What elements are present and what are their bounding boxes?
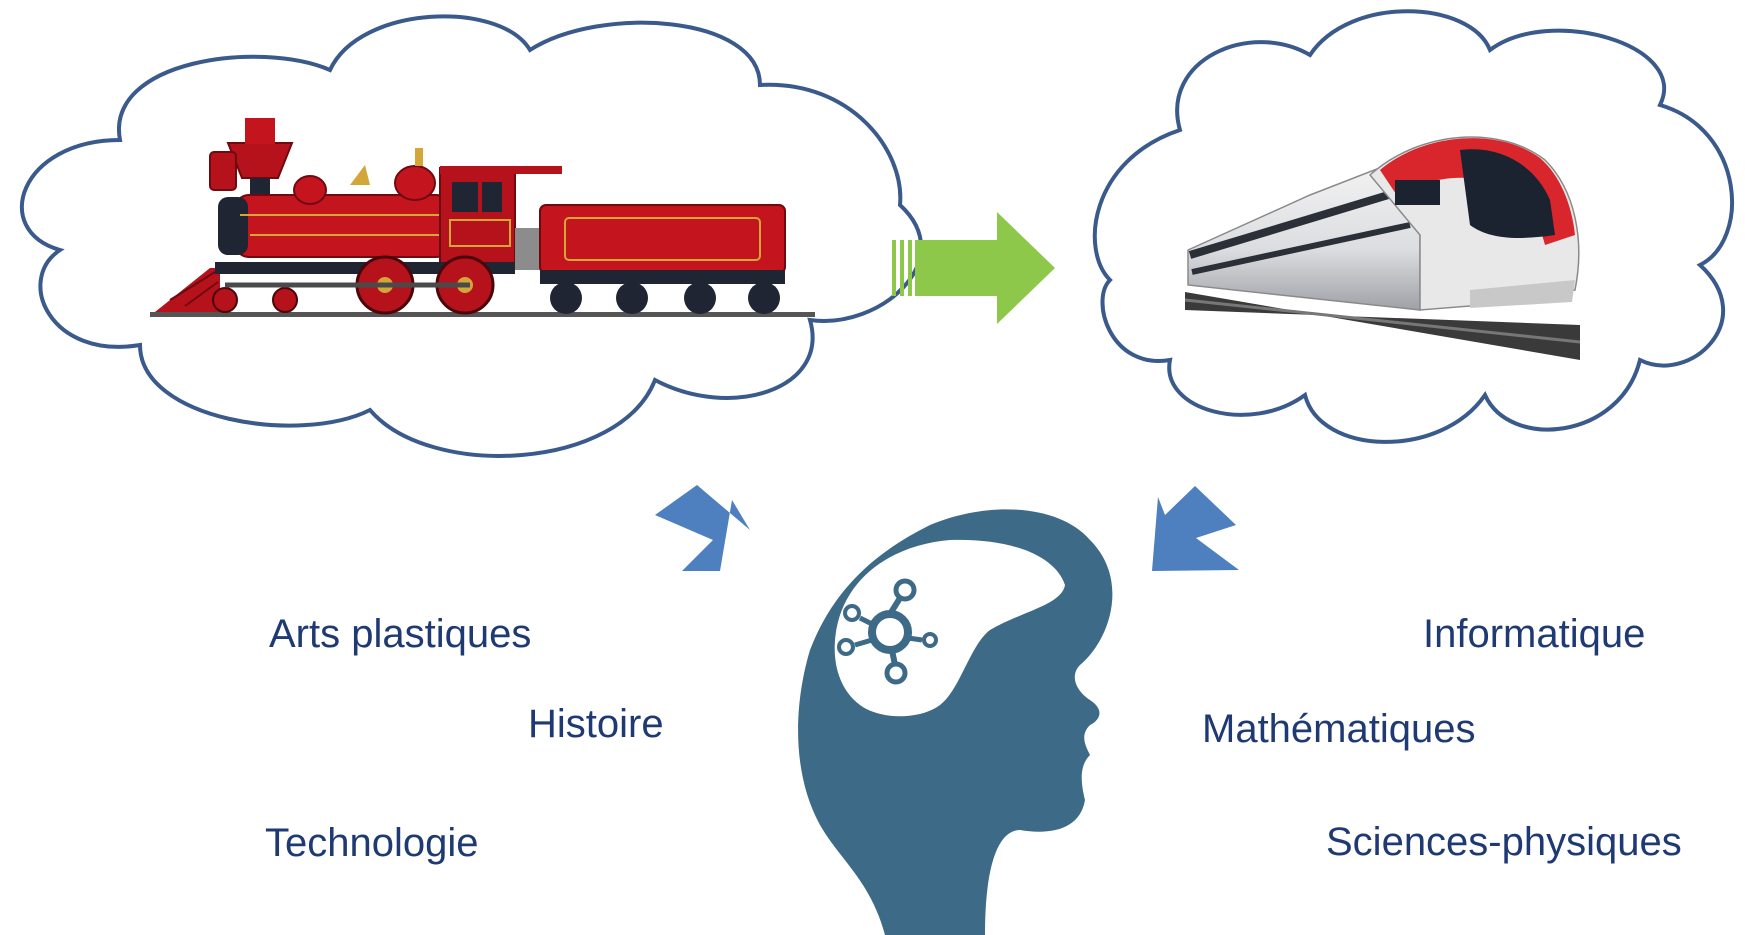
- subject-arts-plastiques: Arts plastiques: [269, 612, 532, 656]
- subject-histoire: Histoire: [528, 702, 664, 746]
- arrow-down-right-icon: [655, 485, 750, 571]
- head-with-brain-network-icon: [798, 509, 1113, 935]
- arrow-down-left-icon: [1152, 486, 1239, 571]
- steam-locomotive-icon: [150, 118, 815, 317]
- subject-technologie: Technologie: [265, 821, 479, 865]
- arrow-right-icon: [892, 212, 1055, 324]
- subject-mathematiques: Mathématiques: [1202, 707, 1476, 751]
- high-speed-train-icon: [1184, 136, 1581, 360]
- subject-sciences-physiques: Sciences-physiques: [1326, 820, 1682, 864]
- subject-informatique: Informatique: [1423, 612, 1646, 656]
